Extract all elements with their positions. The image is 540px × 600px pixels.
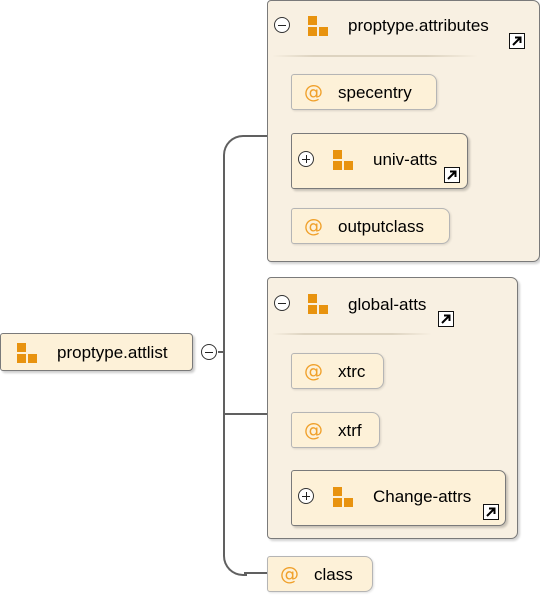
attribute-name: outputclass [338, 217, 424, 236]
connector-trunk [223, 156, 225, 554]
connector-to-class [244, 572, 267, 574]
attribute-class[interactable]: @ class [267, 556, 373, 592]
attribute-marker-icon: @ [304, 360, 323, 382]
attribute-name: xtrf [338, 421, 362, 440]
group-proptype-attributes: proptype.attributes @ specentry univ-att… [267, 0, 540, 262]
attribute-group-icon [333, 150, 353, 170]
group-global-atts: global-atts @ xtrc @ xtrf Change-attrs [267, 277, 518, 539]
connector-to-global-atts [224, 413, 267, 415]
group-proptype-attributes-collapse-toggle[interactable] [274, 17, 290, 33]
group-divider [272, 55, 478, 57]
root-name: proptype.attlist [57, 343, 168, 362]
attribute-marker-icon: @ [280, 563, 299, 585]
group-global-atts-collapse-toggle[interactable] [274, 295, 290, 311]
group-ref-name: univ-atts [373, 150, 438, 169]
connector-root-stub [218, 351, 224, 353]
attribute-marker-icon: @ [304, 419, 323, 441]
group-proptype-attributes-title: proptype.attributes [348, 16, 489, 35]
attribute-name: specentry [338, 83, 412, 102]
group-ref-name: Change-attrs [373, 487, 472, 506]
group-ref-univ-atts[interactable]: univ-atts [291, 133, 468, 189]
attribute-group-icon [17, 343, 37, 363]
attribute-specentry[interactable]: @ specentry [291, 74, 437, 110]
connector-to-proptype-attributes [244, 135, 267, 137]
group-global-atts-title: global-atts [348, 295, 427, 314]
reference-arrow-icon[interactable] [438, 311, 454, 327]
attribute-xtrf[interactable]: @ xtrf [291, 412, 380, 448]
attribute-group-icon [333, 487, 353, 507]
reference-arrow-icon[interactable] [444, 167, 460, 183]
root-attribute-group[interactable]: proptype.attlist [0, 333, 193, 371]
group-ref-change-attrs[interactable]: Change-attrs [291, 470, 506, 526]
attribute-name: xtrc [338, 362, 366, 381]
attribute-group-icon [308, 294, 328, 314]
attribute-group-icon [308, 16, 328, 36]
group-divider [272, 333, 432, 335]
attribute-name: class [314, 565, 353, 584]
reference-arrow-icon[interactable] [509, 33, 525, 49]
change-attrs-expand-toggle[interactable] [298, 488, 314, 504]
attribute-outputclass[interactable]: @ outputclass [291, 208, 450, 244]
connector-curve-top [223, 135, 247, 159]
attribute-xtrc[interactable]: @ xtrc [291, 353, 384, 389]
reference-arrow-icon[interactable] [483, 504, 499, 520]
attribute-marker-icon: @ [304, 81, 323, 103]
root-collapse-toggle[interactable] [201, 344, 217, 360]
attribute-marker-icon: @ [304, 215, 323, 237]
univ-atts-expand-toggle[interactable] [298, 151, 314, 167]
